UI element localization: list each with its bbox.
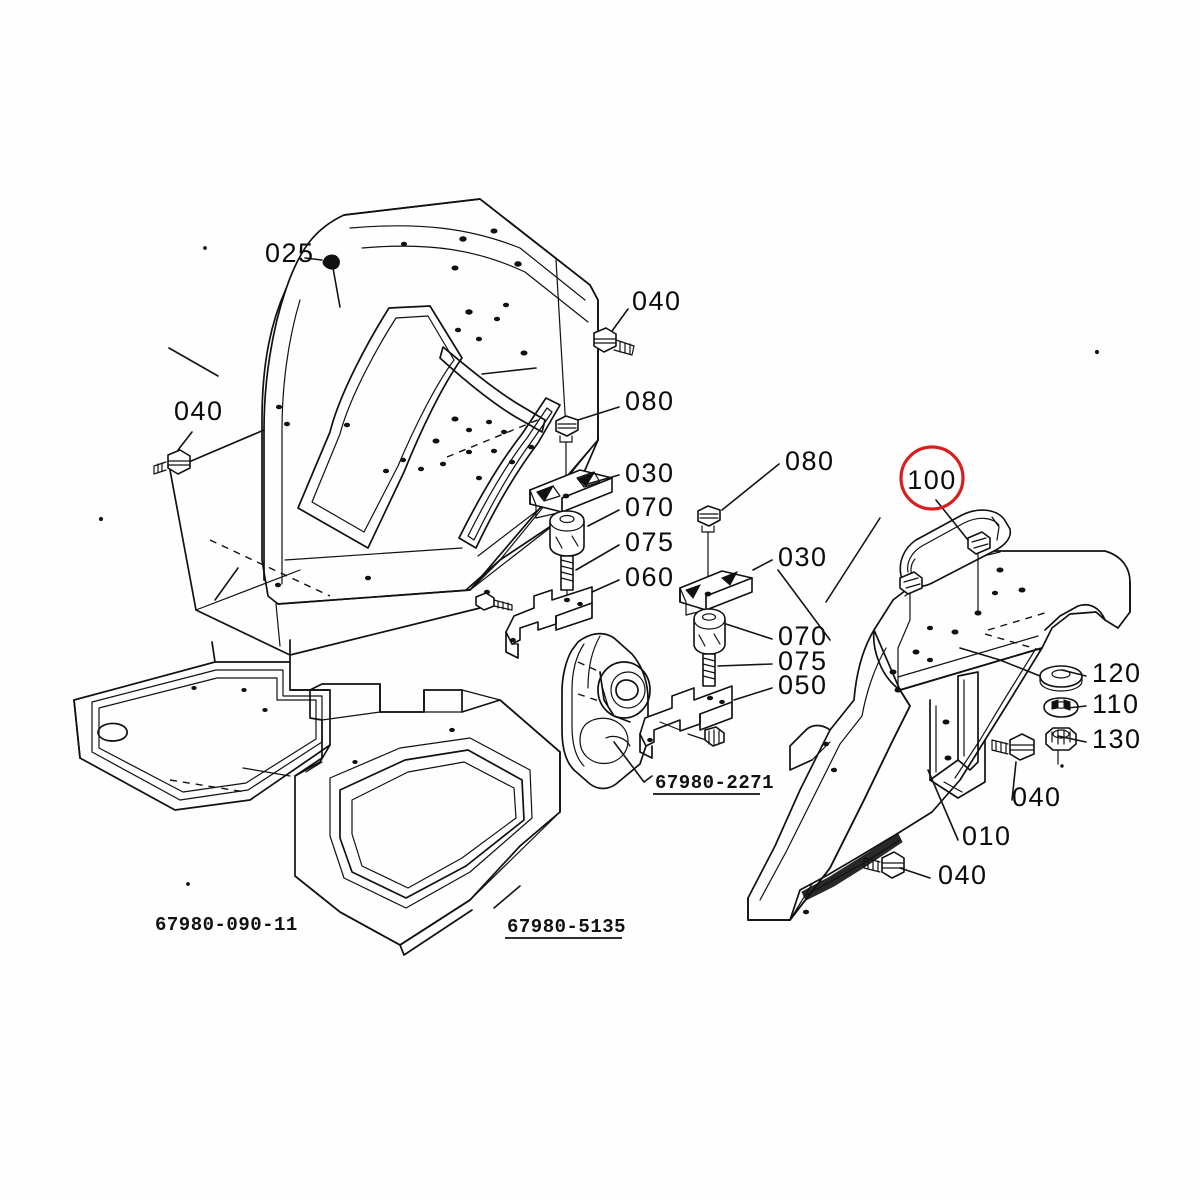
callout-075-left[interactable]: 075 <box>625 527 675 557</box>
hood-cover-assembly <box>169 198 599 656</box>
hood-grommet-025 <box>322 254 340 270</box>
grab-handle-100 <box>894 509 1012 693</box>
leader-lines <box>168 257 1087 879</box>
rear-fender-010 <box>747 550 1131 921</box>
callout-070-left[interactable]: 070 <box>625 492 675 522</box>
mount-bracket-030-left <box>529 469 613 519</box>
bracket-stack-left <box>475 415 613 659</box>
callout-075-right[interactable]: 075 <box>778 646 828 676</box>
callout-080-right[interactable]: 080 <box>785 446 835 476</box>
hex-flange-bolt-040-left <box>153 449 191 475</box>
flat-washer-120 <box>1039 665 1083 692</box>
support-bracket-050 <box>639 685 733 759</box>
callout-labels: 025 040 040 080 030 070 075 060 080 030 … <box>174 238 1142 890</box>
stud-bolt-075-left <box>560 555 574 601</box>
callout-010[interactable]: 010 <box>962 821 1012 851</box>
callout-110[interactable]: 110 <box>1092 689 1140 719</box>
callout-070-right[interactable]: 070 <box>778 621 828 651</box>
floor-mat-platform <box>73 639 561 956</box>
lower-bracket-060 <box>505 586 593 659</box>
callout-025[interactable]: 025 <box>265 238 315 268</box>
lock-nut-080-left <box>555 415 579 443</box>
callout-080-left[interactable]: 080 <box>625 386 675 416</box>
part-number-labels: 67980-090-11 67980-5135 67980-2271 <box>155 772 774 939</box>
highlight-circle-100 <box>899 445 965 511</box>
callout-060[interactable]: 060 <box>625 562 675 592</box>
handle-post-left <box>899 571 923 621</box>
scan-specks <box>98 246 1100 886</box>
callout-050[interactable]: 050 <box>778 670 828 700</box>
callout-100[interactable]: 100 <box>907 465 957 495</box>
callout-040-bottom[interactable]: 040 <box>938 860 988 890</box>
part-number-left: 67980-090-11 <box>155 914 298 936</box>
hood-mounting-holes <box>274 228 535 595</box>
handle-post-right <box>967 531 991 579</box>
callout-040-top[interactable]: 040 <box>632 286 682 316</box>
callout-030-left[interactable]: 030 <box>625 458 675 488</box>
callout-040-right[interactable]: 040 <box>1012 782 1062 812</box>
rubber-isolator-070-left <box>549 510 585 557</box>
part-number-mat: 67980-5135 <box>507 916 626 938</box>
callout-030-right[interactable]: 030 <box>778 542 828 572</box>
callout-040-left[interactable]: 040 <box>174 396 224 426</box>
hex-nut-130 <box>1045 727 1077 765</box>
gearbox-housing <box>561 632 653 790</box>
bracket-stack-right <box>639 505 753 759</box>
part-number-center: 67980-2271 <box>655 772 774 794</box>
lock-nut-080-right <box>697 505 721 533</box>
rubber-isolator-070-right <box>693 608 726 655</box>
hex-flange-bolt-040-right <box>991 733 1035 761</box>
hex-flange-bolt-left-small <box>475 592 513 611</box>
hex-flange-bolt-040-top <box>593 327 635 356</box>
stud-bolt-075-right <box>702 653 716 687</box>
washer-nut-stack <box>959 647 1083 765</box>
spring-lock-washer-110 <box>1043 697 1079 718</box>
callout-130[interactable]: 130 <box>1092 724 1142 754</box>
hex-flange-bolt-center-bottom <box>687 726 725 747</box>
hex-flange-bolt-040-bottom <box>863 851 905 879</box>
callout-120[interactable]: 120 <box>1092 658 1142 688</box>
mount-bracket-030-right <box>679 570 753 616</box>
